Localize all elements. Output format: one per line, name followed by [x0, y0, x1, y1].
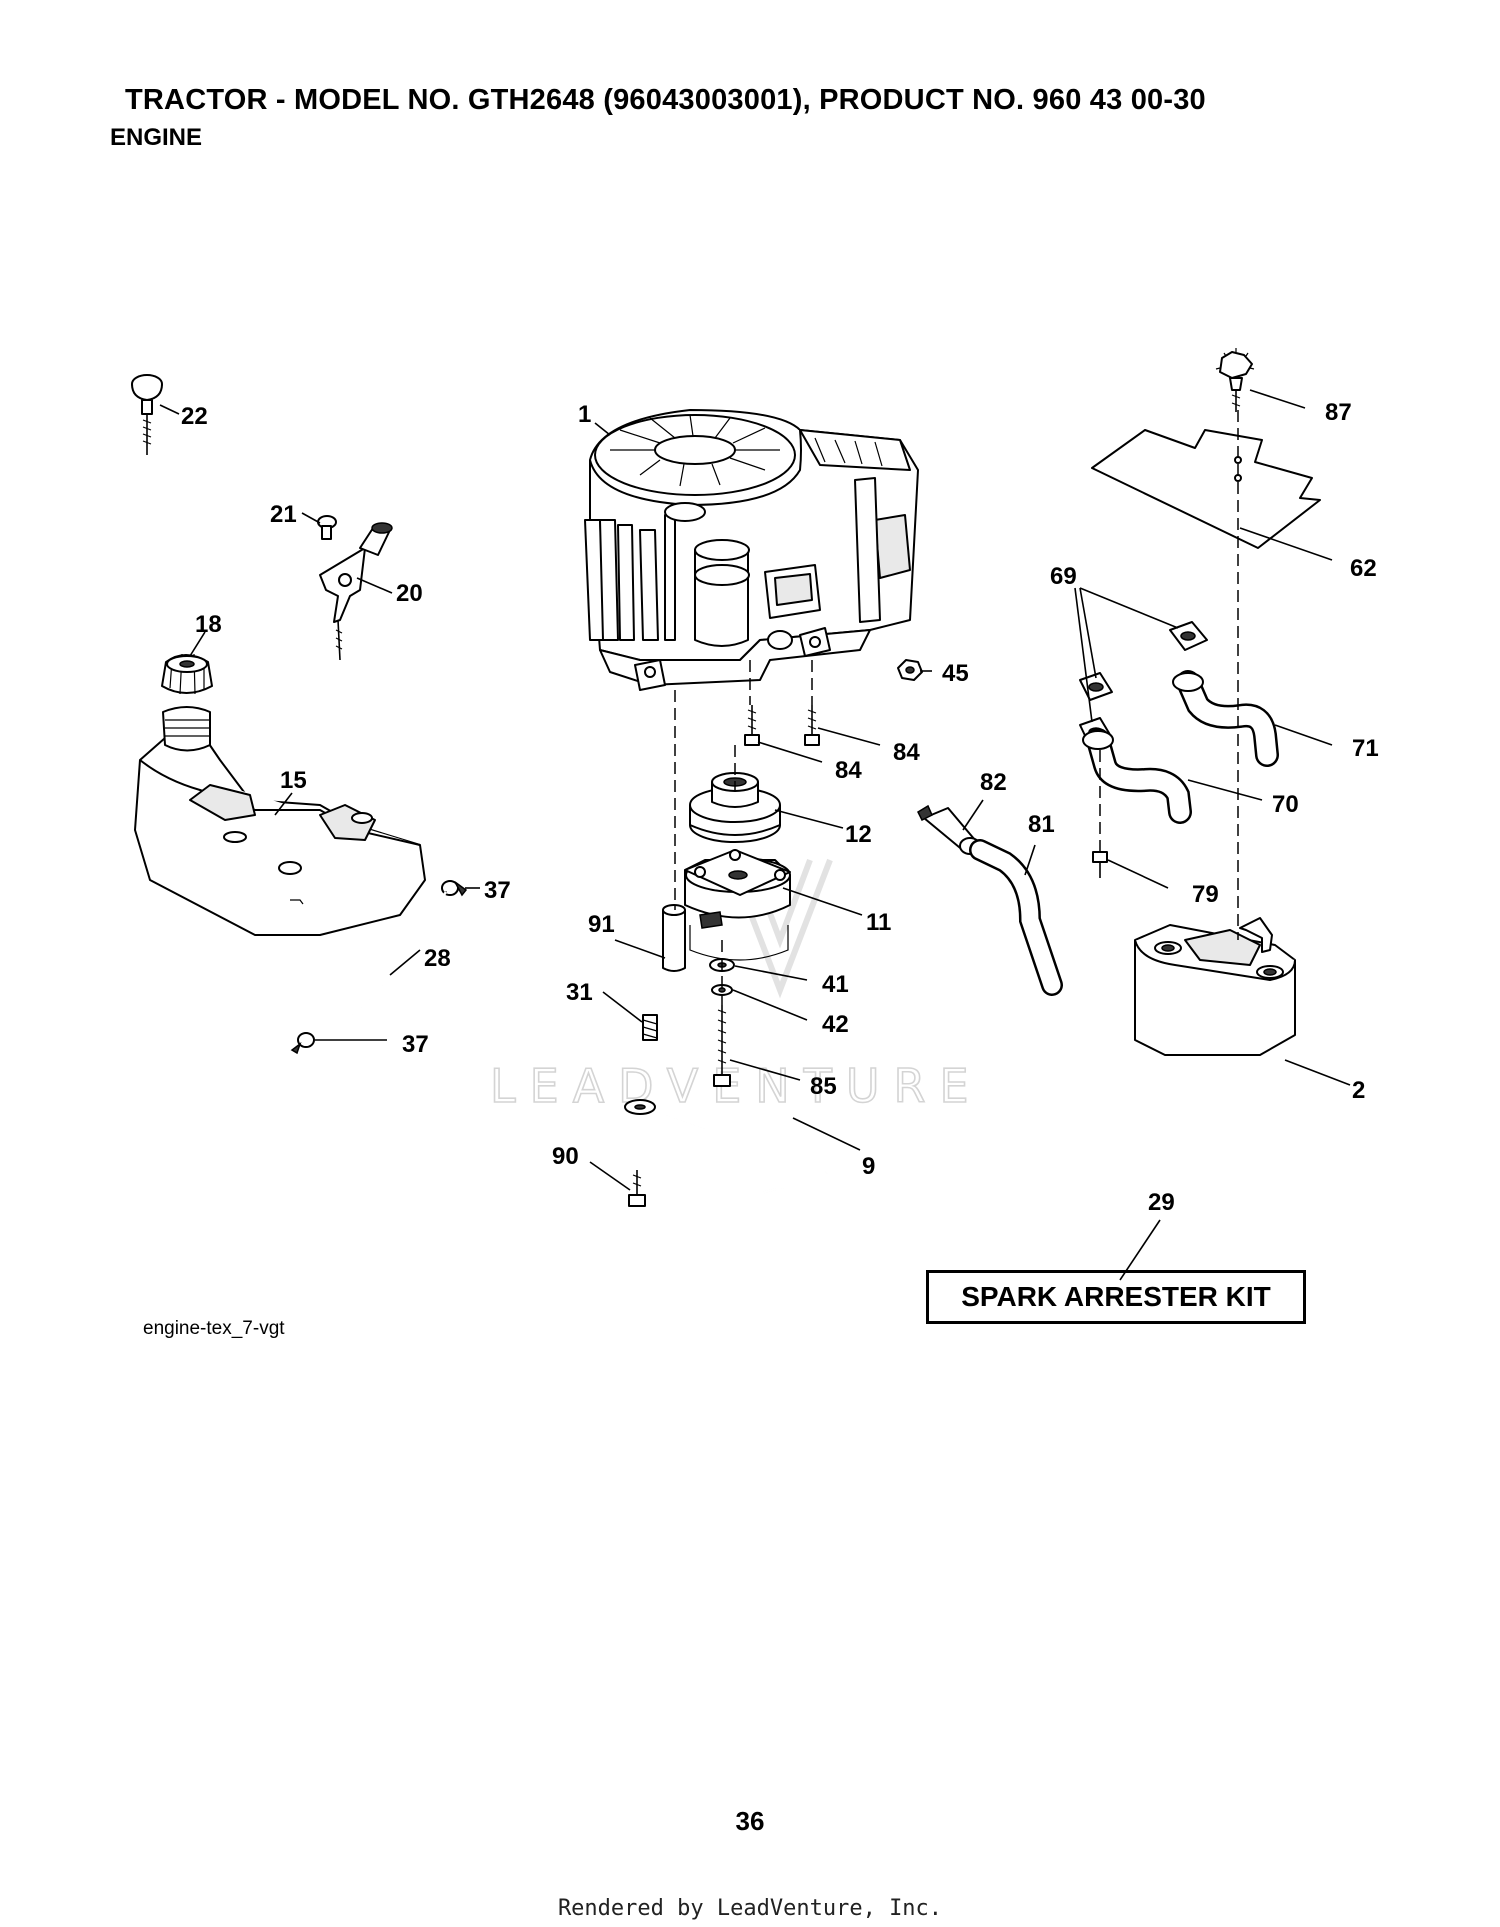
callout-87: 87	[1325, 399, 1352, 426]
part-69-gasket-1	[1169, 621, 1208, 651]
part-85-bolt	[713, 1005, 731, 1087]
page-number: 36	[735, 1806, 765, 1836]
callout-82: 82	[980, 769, 1007, 796]
part-1-engine	[584, 409, 919, 691]
callout-22: 22	[181, 403, 208, 430]
callout-81: 81	[1028, 811, 1055, 838]
part-15-fuel-tank	[134, 706, 426, 936]
spark-arrester-kit-label: SPARK ARRESTER KIT	[961, 1281, 1271, 1312]
spark-arrester-kit-box: SPARK ARRESTER KIT	[926, 1270, 1306, 1324]
callout-28: 28	[424, 945, 451, 972]
section-title: ENGINE	[110, 124, 203, 151]
callout-85: 85	[810, 1073, 837, 1100]
callout-62: 62	[1350, 555, 1377, 582]
callout-20: 20	[396, 580, 423, 607]
callout-41: 41	[822, 971, 849, 998]
callout-21: 21	[270, 501, 297, 528]
leader-lines	[159, 389, 1351, 1281]
part-79-bolt	[1092, 851, 1108, 878]
part-9-rod	[624, 1099, 833, 1207]
callout-18: 18	[195, 611, 222, 638]
part-18-fuel-cap	[161, 653, 213, 695]
part-11-clutch	[684, 849, 791, 961]
callout-37-lower: 37	[402, 1031, 429, 1058]
part-21-screw	[317, 515, 337, 540]
diagram-reference-code: engine-tex_7-vgt	[143, 1318, 285, 1339]
part-20-throttle-control	[319, 522, 393, 661]
render-credit-footer: Rendered by LeadVenture, Inc.	[557, 1896, 943, 1921]
part-84-bolt-right	[804, 705, 820, 746]
part-12-pulley	[689, 772, 781, 843]
callout-90: 90	[552, 1143, 579, 1170]
part-81-hose	[969, 839, 1063, 996]
callout-1: 1	[578, 401, 591, 428]
part-45-nut	[897, 659, 923, 681]
part-70-exhaust-pipe	[1082, 728, 1192, 824]
callout-12: 12	[845, 821, 872, 848]
part-37-clamp-lower	[290, 1032, 315, 1055]
watermark-text: LEADVENTURE	[490, 1059, 983, 1113]
callout-69: 69	[1050, 563, 1077, 590]
callout-71: 71	[1352, 735, 1379, 762]
page-title: TRACTOR - MODEL NO. GTH2648 (96043003001…	[125, 84, 1206, 116]
callout-84-left: 84	[835, 757, 862, 784]
callout-42: 42	[822, 1011, 849, 1038]
part-90-bolt	[628, 1170, 646, 1207]
part-91-spacer	[662, 904, 686, 972]
part-62-heat-shield	[1091, 429, 1321, 549]
callout-29: 29	[1148, 1189, 1175, 1216]
part-22-knob	[131, 374, 163, 455]
callout-84-right: 84	[893, 739, 920, 766]
part-87-screw	[1215, 348, 1255, 412]
part-31-set-screw	[642, 1014, 658, 1041]
callout-91: 91	[588, 911, 615, 938]
part-84-bolt-left	[744, 705, 760, 746]
callout-79: 79	[1192, 881, 1219, 908]
callout-9: 9	[862, 1153, 875, 1180]
callout-70: 70	[1272, 791, 1299, 818]
callout-2: 2	[1352, 1077, 1365, 1104]
part-28-fuel-line	[311, 891, 448, 1038]
callout-11: 11	[866, 909, 891, 936]
part-2-muffler	[1134, 917, 1296, 1056]
callout-45: 45	[942, 660, 969, 687]
callout-37-upper: 37	[484, 877, 511, 904]
part-71-exhaust-pipe	[1172, 670, 1279, 767]
callout-15: 15	[280, 767, 307, 794]
callout-31: 31	[566, 979, 593, 1006]
